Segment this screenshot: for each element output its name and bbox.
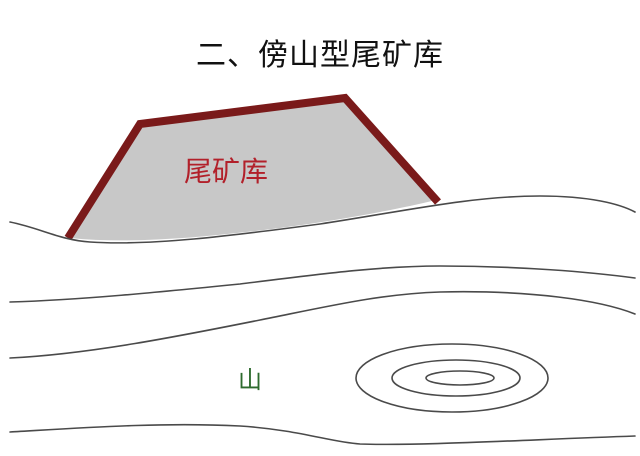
peak-contour-inner <box>425 370 495 386</box>
terrain-contours <box>9 195 636 446</box>
contour-line-3 <box>9 290 636 359</box>
peak-contours <box>355 343 549 413</box>
contour-line-1 <box>9 195 636 244</box>
contour-line-2 <box>9 265 636 303</box>
contour-line-4 <box>9 423 636 446</box>
tailings-pond-label: 尾矿库 <box>184 155 269 188</box>
peak-contour-outer <box>355 343 549 413</box>
tailings-pond-fill <box>70 98 436 241</box>
tailings-dam-outline <box>64 93 441 241</box>
mountain-label: 山 <box>238 366 262 394</box>
peak-contour-middle <box>391 359 521 397</box>
diagram-title: 二、傍山型尾矿库 <box>196 38 444 73</box>
